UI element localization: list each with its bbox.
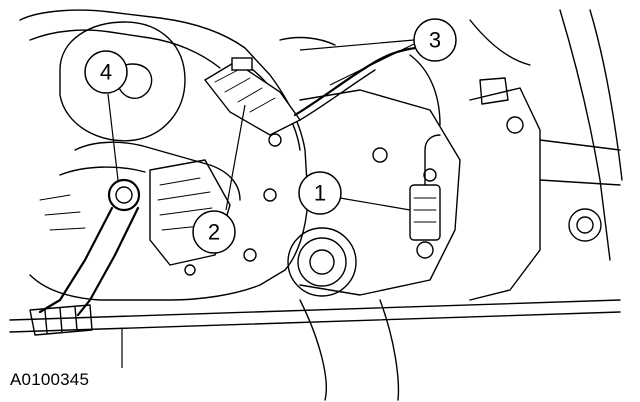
callout-3: 3 [299, 18, 457, 86]
transmission-housing [19, 9, 309, 301]
sensor-2 [203, 57, 302, 136]
callout-3-label: 3 [429, 28, 441, 53]
sensor-1 [409, 134, 441, 259]
wiring-harness [279, 36, 441, 126]
output-seal [287, 227, 357, 297]
right-bracket [469, 9, 623, 301]
callout-2: 2 [192, 104, 246, 254]
callout-2-label: 2 [208, 220, 220, 245]
cross-member [9, 299, 621, 401]
callout-4: 4 [84, 50, 128, 181]
mounting-bolt [107, 178, 141, 212]
callout-1: 1 [298, 171, 411, 215]
callout-4-label: 4 [100, 60, 112, 85]
callout-1-label: 1 [314, 181, 326, 206]
figure-id: A0100345 [10, 370, 90, 389]
